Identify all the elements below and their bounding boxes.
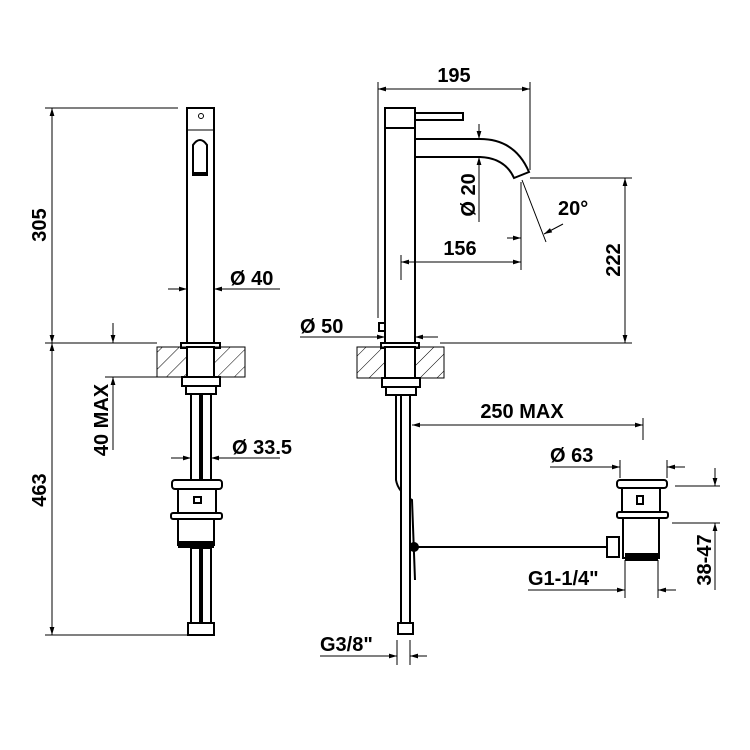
dim-drain-distance: 250 MAX	[480, 401, 564, 423]
dim-hose-connection: G3/8"	[320, 634, 373, 656]
front-view: 305 463 40 MAX Ø 40 Ø 33.5	[29, 107, 292, 636]
dim-shank-diameter: Ø 33.5	[232, 437, 292, 459]
spout	[414, 138, 531, 180]
dim-height-below: 463	[29, 473, 51, 506]
dim-body-diameter: Ø 40	[230, 268, 273, 290]
dim-counter-thickness: 40 MAX	[91, 383, 113, 456]
dim-spout-angle: 20°	[558, 198, 588, 220]
dim-base-diameter: Ø 50	[300, 316, 343, 338]
tap-body	[186, 107, 215, 344]
dim-spout-diameter: Ø 20	[458, 173, 480, 216]
tap-body-side	[384, 107, 416, 344]
popup-drain-side	[606, 479, 669, 561]
dim-drain-thread: G1-1/4"	[528, 568, 599, 590]
supply-hose-side	[400, 394, 411, 626]
popup-drain	[170, 479, 223, 548]
dim-reach: 195	[437, 65, 470, 87]
dim-drain-height-range: 38-47	[694, 534, 716, 585]
dim-outlet-reach: 156	[443, 238, 476, 260]
side-view: 195 222 156 Ø 20 20° Ø 50 250 MAX Ø 63 3…	[300, 65, 720, 665]
dim-height-above: 305	[29, 208, 51, 241]
dim-spout-height: 222	[603, 243, 625, 276]
lever-handle	[414, 112, 464, 121]
lever-slot	[192, 139, 208, 176]
dim-drain-cap-diameter: Ø 63	[550, 445, 593, 467]
